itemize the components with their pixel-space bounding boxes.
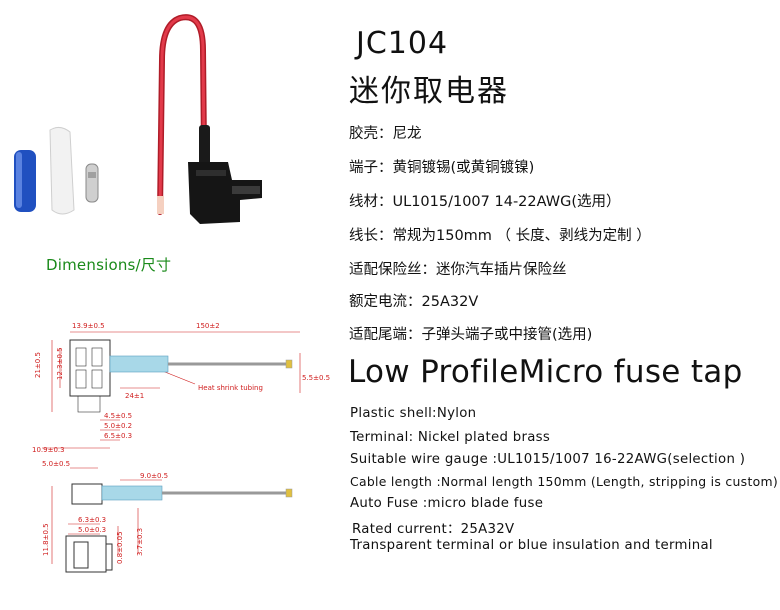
dim-side-a: 6.3±0.3 xyxy=(78,516,106,524)
spec-en-fuse: Auto Fuse :micro blade fuse xyxy=(350,496,544,511)
spec-en-length: Cable length :Normal length 150mm (Lengt… xyxy=(350,474,778,489)
title-english: Low ProfileMicro fuse tap xyxy=(348,354,743,390)
dim-base-width: 10.9±0.3 xyxy=(32,446,65,454)
dim-heat-shrink: Heat shrink tubing xyxy=(198,384,263,392)
dim-blade-a: 4.5±0.5 xyxy=(104,412,132,420)
spec-en-shell: Plastic shell:Nylon xyxy=(350,406,477,421)
dim-side-height: 11.8±0.5 xyxy=(42,523,50,556)
spec-en-terminal: Terminal: Nickel plated brass xyxy=(350,430,551,445)
dim-shrink-length: 24±1 xyxy=(125,392,144,400)
spec-en-transparent: Transparent terminal or blue insulation … xyxy=(350,538,713,553)
product-photo xyxy=(14,14,262,224)
dim-side-c: 0.8±0.05 xyxy=(116,531,124,564)
spec-cn-terminal: 端子：黄铜镀锡(或黄铜镀镍) xyxy=(349,160,535,176)
dim-side-top: 5.0±0.5 xyxy=(42,460,70,468)
spec-cn-fuse: 适配保险丝：迷你汽车插片保险丝 xyxy=(349,262,567,278)
title-chinese: 迷你取电器 xyxy=(349,74,509,109)
dim-side-b: 5.0±0.3 xyxy=(78,526,106,534)
dim-side-shrink: 9.0±0.5 xyxy=(140,472,168,480)
dim-end-strip: 5.5±0.5 xyxy=(302,374,330,382)
dim-blade-c: 6.5±0.3 xyxy=(104,432,132,440)
dim-blade-b: 5.0±0.2 xyxy=(104,422,132,430)
dim-total-length: 150±2 xyxy=(196,322,220,330)
dim-top-width: 13.9±0.5 xyxy=(72,322,105,330)
spec-cn-current: 额定电流：25A32V xyxy=(349,294,479,310)
spec-cn-length: 线长：常规为150mm （ 长度、剥线为定制 ） xyxy=(349,228,651,244)
spec-cn-tail: 适配尾端：子弹头端子或中接管(选用) xyxy=(349,327,593,343)
spec-cn-shell: 胶壳：尼龙 xyxy=(349,126,422,142)
dim-side-d: 3.7±0.3 xyxy=(136,528,144,556)
dimension-drawing: 13.9±0.5 150±2 21±0.5 12.3±0.5 Heat shri… xyxy=(32,322,330,573)
spec-cn-wire: 线材：UL1015/1007 14-22AWG(选用） xyxy=(349,194,621,210)
dimensions-label: Dimensions/尺寸 xyxy=(46,256,172,274)
model-number: JC104 xyxy=(356,26,449,61)
dim-left-height-outer: 21±0.5 xyxy=(34,352,42,378)
spec-en-wire: Suitable wire gauge :UL1015/1007 16-22AW… xyxy=(350,452,746,467)
dim-left-height-inner: 12.3±0.5 xyxy=(56,347,64,380)
spec-en-current: Rated current：25A32V xyxy=(352,522,515,537)
